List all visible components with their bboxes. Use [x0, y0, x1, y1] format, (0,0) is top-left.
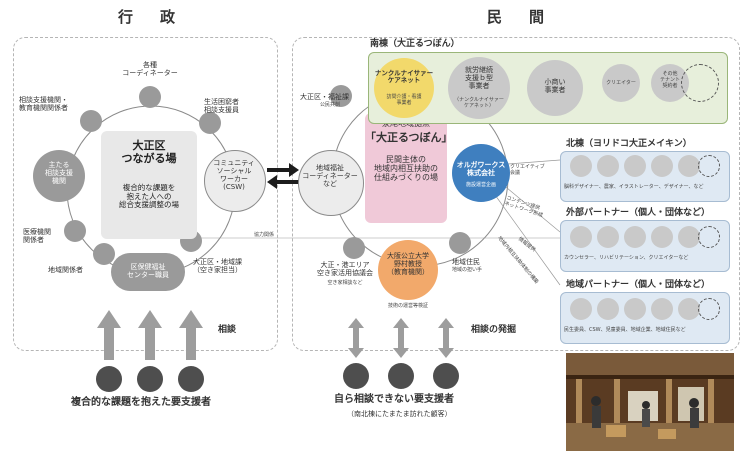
main-soudan-circle — [33, 150, 85, 202]
chiiki-ka-label: 大正区・地域課 （空き家担当） — [193, 258, 242, 275]
client-circle-1 — [96, 366, 122, 392]
tsunagaru-sub: 複合的な課題を 抱えた人への 総合支援調整の場 — [119, 183, 179, 210]
north-title: 北棟（ヨリドコ大正メイキン） — [566, 139, 692, 149]
chiiki-kankeisha-circle — [93, 243, 115, 265]
hakkutsu-client-3 — [433, 363, 459, 389]
hoken-label: 区保健福祉 センター職員 — [127, 263, 169, 280]
care-net-circle — [374, 58, 434, 118]
creator-label: クリエイター — [606, 80, 636, 86]
outer1-circle-5 — [678, 226, 700, 248]
north-circle-1 — [570, 155, 592, 177]
univ-label: 大阪公立大学 野村教授 （教育機関） — [387, 252, 429, 277]
shuro-sub: （ナンクルナイサァー ケアネット） — [454, 97, 504, 109]
outer2-circle-3 — [624, 298, 646, 320]
soudan-arrows — [97, 310, 203, 360]
outer2-circle-4 — [651, 298, 673, 320]
shuro-circle — [448, 57, 510, 119]
right-client-label: 自ら相談できない要支援者 — [334, 394, 454, 405]
outer1-circle-4 — [651, 226, 673, 248]
creative-label: クリエイティブ 会議 — [510, 164, 545, 176]
outer2-title: 地域パートナー（個人・団体など） — [566, 280, 711, 290]
hakkutsu-client-1 — [343, 363, 369, 389]
outer1-circle-1 — [570, 226, 592, 248]
shuro-label: 就労継続 支援ｂ型 事業者 — [465, 66, 493, 91]
iryo-label: 医療機関 関係者 — [23, 228, 51, 245]
akiya-sub: 空き家相談など — [327, 280, 363, 286]
jumin-label: 地域住民 — [452, 258, 480, 266]
north-circle-4 — [651, 155, 673, 177]
tenant-dash-circle — [681, 64, 719, 102]
univ-circle — [378, 240, 438, 300]
outer1-circle-3 — [624, 226, 646, 248]
left-client-label: 複合的な課題を抱えた要支援者 — [71, 397, 211, 408]
chiiki-kankeisha-label: 地域関係者 — [48, 266, 83, 274]
kyoten-box — [365, 113, 447, 223]
outer1-title: 外部パートナー（個人・団体など） — [566, 208, 711, 218]
care-net-sub: 訪問介護・看護 事業者 — [386, 94, 422, 106]
jumin-sub: 地域の担い手 — [452, 267, 483, 273]
olga-label: オルガワークス 株式会社 — [456, 161, 506, 178]
hoken-circle — [111, 253, 185, 291]
fukushi-ka-circle — [330, 85, 352, 107]
kyoryoku-label: 協力関係 — [254, 232, 275, 238]
kozukai-label: 小商い 事業者 — [544, 78, 566, 95]
olga-sub: 施設運営企画 — [465, 182, 496, 188]
iryo-circle — [64, 220, 86, 242]
kyoten-name: 「大正るつぼん」 — [365, 131, 453, 144]
tenant-label: その他 テナント 契約者 — [659, 71, 680, 89]
photo-illustration — [566, 353, 734, 451]
north-desc: 脳科デザイナー、農家、イラストレーター、デザイナー、など — [564, 184, 704, 190]
kozukai-circle — [527, 60, 583, 116]
north-dash-circle — [698, 155, 720, 177]
right-client-sub: （南北棟にたまたま訪れた顧客） — [347, 410, 452, 418]
jumin-circle — [449, 232, 471, 254]
minkan-panel — [292, 37, 740, 351]
outer2-circle-2 — [597, 298, 619, 320]
outer2-dash-circle — [698, 298, 720, 320]
main-soudan-label: 主たる 相談支援 機関 — [45, 161, 73, 186]
client-circle-2 — [137, 366, 163, 392]
akiya-label: 大正・港エリア 空き家活用協議会 — [317, 261, 373, 278]
fukushi-ka-label: 大正区・福祉課 — [300, 93, 349, 101]
tsunagaru-title: 大正区 つながる場 — [121, 139, 177, 165]
kakushu-circle — [139, 86, 161, 108]
outer2-circle-1 — [570, 298, 592, 320]
north-circle-3 — [624, 155, 646, 177]
seikatsu-circle — [199, 112, 221, 134]
soudan-hakkutsu-label: 相談の発掘 — [471, 325, 517, 335]
soudan-kikan-circle — [80, 110, 102, 132]
client-circle-3 — [178, 366, 204, 392]
hakkutsu-arrows — [348, 318, 454, 358]
outer1-dash-circle — [698, 226, 720, 248]
gyosei-heading: 行 政 — [118, 8, 182, 26]
csw-circle — [204, 150, 266, 212]
hakkutsu-client-2 — [388, 363, 414, 389]
tsunagaru-box — [101, 131, 197, 239]
csw-label: コミュニティ ソーシャル ワーカー (CSW) — [213, 159, 255, 192]
north-circle-2 — [597, 155, 619, 177]
south-title: 南棟（大正るつぼん） — [370, 39, 460, 49]
soudan-label: 相談 — [218, 325, 237, 335]
kakushu-label: 各種 コーディネーター — [122, 61, 178, 78]
cw-coord-label: 地域福祉 コーディネーター など — [302, 164, 358, 189]
creator-circle — [602, 64, 640, 102]
univ-sub: 技術の運営等検証 — [387, 303, 428, 309]
north-circle-5 — [678, 155, 700, 177]
outer1-desc: カウンセラー、リハビリテーション、クリエイターなど — [564, 255, 689, 261]
seikatsu-label: 生活困窮者 相談支援員 — [204, 98, 239, 115]
kyoten-desc: 民間主体の 地域内相互扶助の 仕組みづくりの場 — [374, 155, 438, 183]
building-interior-photo — [566, 353, 734, 451]
care-net-label: ナンクルナイサァー ケアネット — [374, 69, 434, 85]
soudan-kikan-label: 相談支援機関・ 教育機関関係者 — [19, 96, 68, 113]
kojin-kigyo-label: 公民共創 — [320, 102, 341, 108]
akiya-circle — [343, 237, 365, 259]
olga-circle — [452, 144, 510, 202]
cw-coord-circle — [298, 150, 364, 216]
double-arrow — [267, 163, 299, 189]
minkan-heading: 民 間 — [487, 8, 551, 26]
outer2-circle-5 — [678, 298, 700, 320]
outer2-desc: 民生委員、CSW、児童委員、地域企業、地域住民など — [564, 327, 686, 333]
outer1-circle-2 — [597, 226, 619, 248]
olga-outer2-line — [489, 187, 561, 286]
